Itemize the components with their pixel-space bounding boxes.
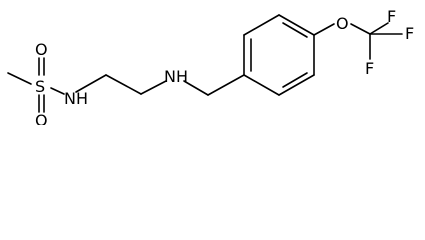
bond-benzyl-ring <box>207 74 245 96</box>
atom-o-top: O <box>35 40 48 59</box>
bond-s-nh <box>50 87 65 95</box>
ring-bond-3 <box>278 14 315 36</box>
ring-inner-2 <box>282 22 308 38</box>
bond-c-f-top <box>369 22 389 35</box>
atom-nh-amine: NH <box>164 67 188 86</box>
bond-nh-benzyl <box>183 80 209 96</box>
ring-bond-2 <box>243 14 280 36</box>
structure-canvas: S O O NH NH O F F F <box>7 7 415 125</box>
bond-methyl-s <box>7 72 32 85</box>
bond-ch2-nh <box>140 80 167 95</box>
atom-s: S <box>35 77 45 96</box>
atom-o-ether: O <box>336 14 349 33</box>
bonds <box>7 14 403 113</box>
ring-bond-5 <box>278 74 315 96</box>
atom-labels: S O O NH NH O F F F <box>35 7 414 125</box>
bond-ch2-ch2 <box>105 74 142 95</box>
atom-f-right: F <box>405 24 414 43</box>
ring-bond-6 <box>243 74 280 96</box>
bond-ring-o <box>313 23 335 36</box>
atom-nh-sulfonamide: NH <box>64 89 88 108</box>
chemical-structure: S O O NH NH O F F F <box>7 7 414 125</box>
atom-f-top: F <box>387 7 396 26</box>
bond-o-cf3 <box>350 23 371 35</box>
ring-inner-3 <box>282 72 308 88</box>
bond-nh-ch2-a <box>75 74 107 93</box>
atom-o-bottom: O <box>35 111 48 125</box>
atom-f-bottom: F <box>365 59 374 78</box>
